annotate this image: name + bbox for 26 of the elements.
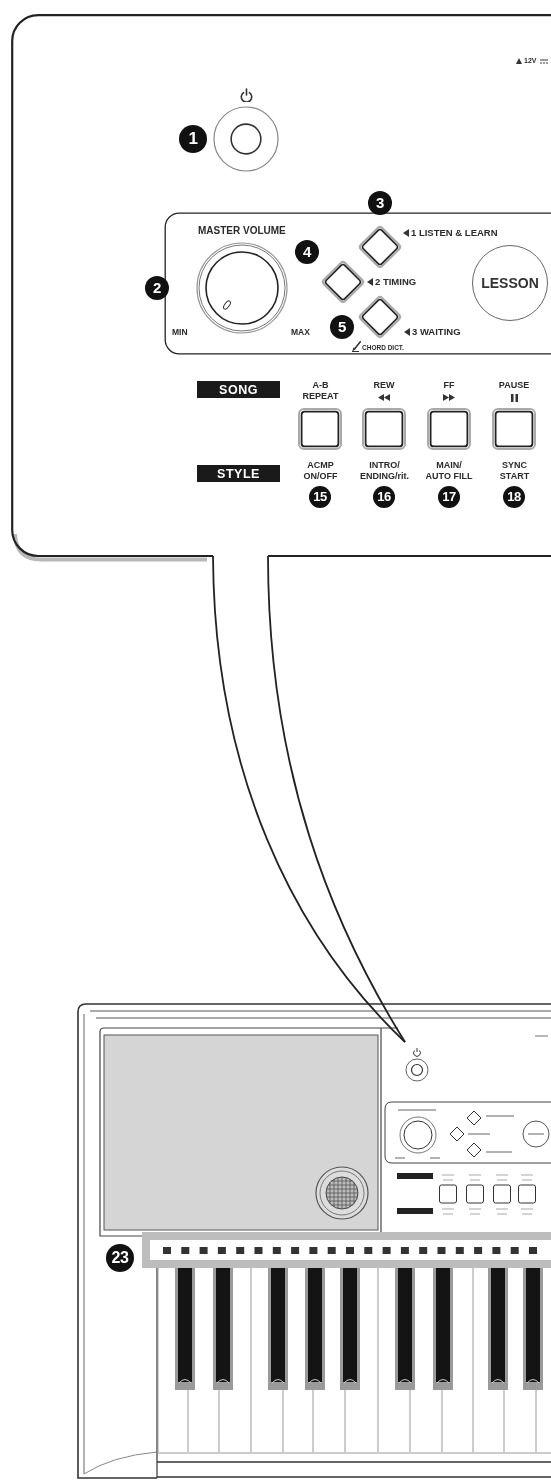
callout-number: 17 xyxy=(438,486,460,508)
callout-number: 1 xyxy=(179,125,207,153)
section-tag: SONG xyxy=(197,381,280,398)
scale-label: MIN xyxy=(172,328,188,338)
callout-number: 3 xyxy=(368,191,392,215)
knob-title: MASTER VOLUME xyxy=(198,225,286,236)
callout-number: 4 xyxy=(295,240,319,264)
style-function-label: SYNC START xyxy=(499,460,530,482)
callout-number: 2 xyxy=(145,276,169,300)
mode-label: 1 LISTEN & LEARN xyxy=(411,228,498,239)
mode-label: 3 WAITING xyxy=(412,327,461,338)
scale-label: MAX xyxy=(291,328,310,338)
callout-number: 16 xyxy=(373,486,395,508)
song-function-label: FF xyxy=(443,380,455,391)
callout-number: 5 xyxy=(330,315,354,339)
callout-number: 18 xyxy=(503,486,525,508)
song-function-label: A-B REPEAT xyxy=(302,380,339,402)
song-function-label: PAUSE xyxy=(498,380,530,391)
style-function-label: INTRO/ ENDING/rit. xyxy=(359,460,410,482)
song-function-label: REW xyxy=(373,380,395,391)
style-function-label: ACMP ON/OFF xyxy=(303,460,338,482)
mode-label: 2 TIMING xyxy=(375,277,417,288)
section-tag: STYLE xyxy=(197,465,280,482)
callout-number: 23 xyxy=(106,1244,134,1272)
style-function-label: MAIN/ AUTO FILL xyxy=(425,460,473,482)
callout-number: 15 xyxy=(309,486,331,508)
